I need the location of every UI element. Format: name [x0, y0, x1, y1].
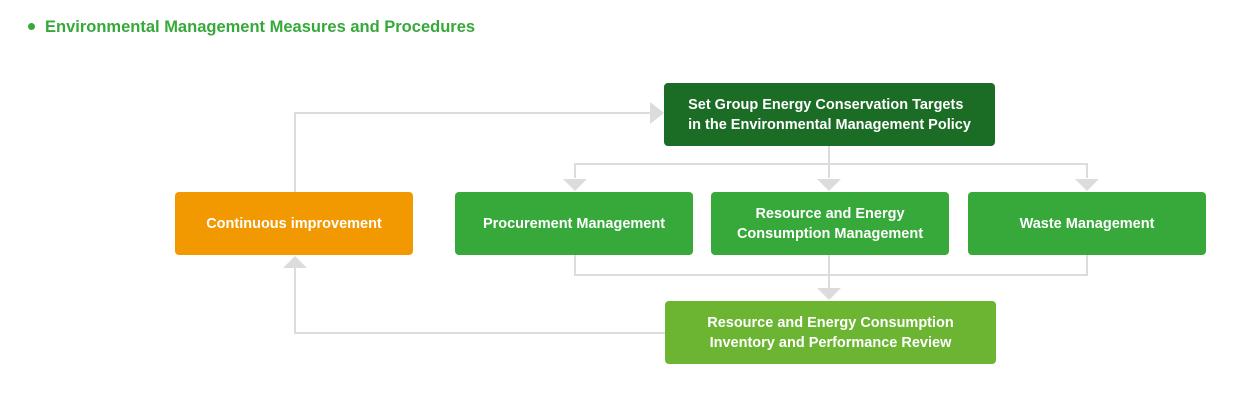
arrow-down-icon — [563, 179, 587, 191]
connector-branch — [574, 163, 1088, 178]
resource-energy-management-box: Resource and Energy Consumption Manageme… — [711, 192, 949, 255]
arrow-down-icon — [817, 179, 841, 191]
arrow-down-icon — [1075, 179, 1099, 191]
continuous-improvement-box: Continuous improvement — [175, 192, 413, 255]
page-title-text: Environmental Management Measures and Pr… — [45, 17, 476, 36]
connector-continuous-to-targets — [294, 112, 652, 192]
connector-review-to-continuous — [294, 268, 665, 334]
inventory-review-box: Resource and Energy Consumption Inventor… — [665, 301, 996, 364]
arrow-up-icon — [283, 256, 307, 268]
arrow-right-icon — [650, 102, 664, 124]
targets-box: Set Group Energy Conservation Targets in… — [664, 83, 995, 146]
procurement-management-box: Procurement Management — [455, 192, 693, 255]
connector-merge — [574, 255, 1088, 276]
page-title: Environmental Management Measures and Pr… — [28, 15, 475, 39]
waste-management-box: Waste Management — [968, 192, 1206, 255]
arrow-down-icon — [817, 288, 841, 300]
bullet-dot-icon — [28, 23, 35, 30]
